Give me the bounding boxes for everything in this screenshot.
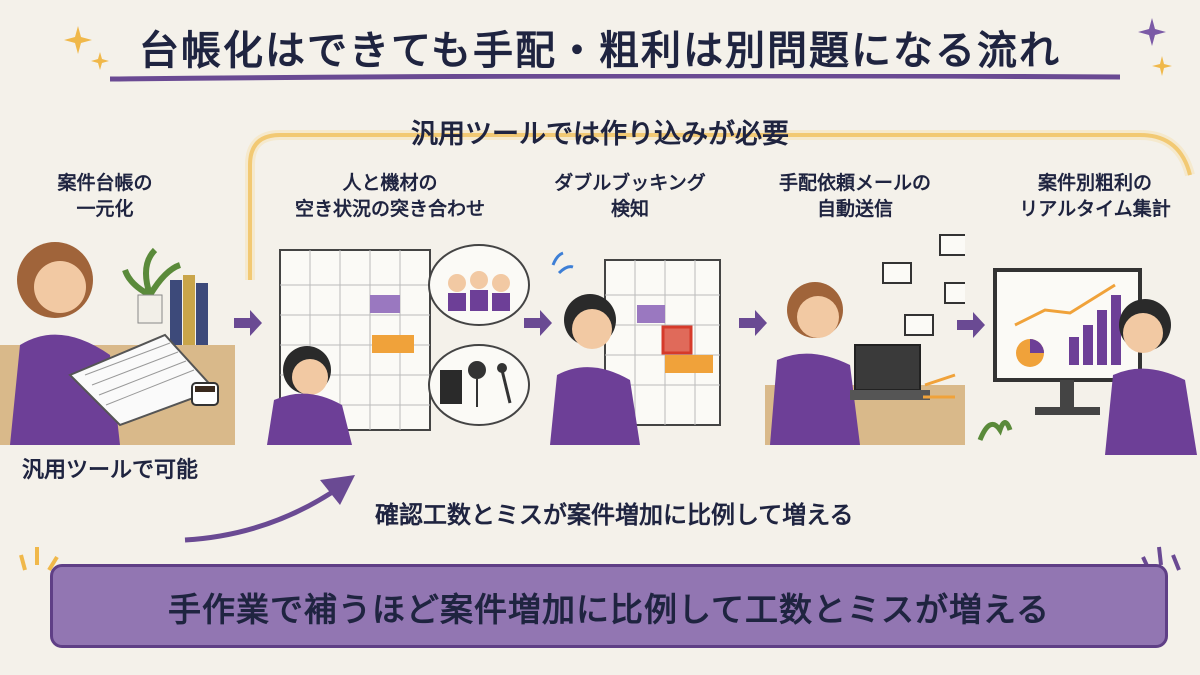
arrow-right-icon xyxy=(957,312,985,338)
title-underline xyxy=(110,74,1120,82)
step-3-label: ダブルブッキング 検知 xyxy=(530,170,730,222)
step-4-line1: 手配依頼メールの xyxy=(778,172,931,194)
email-illustration xyxy=(765,234,965,445)
ledger-illustration xyxy=(0,242,235,445)
sparkle-icon xyxy=(64,26,109,70)
step-5-line2: リアルタイム集計 xyxy=(1019,198,1171,220)
accent-marks-icon xyxy=(19,547,59,572)
double-booking-illustration xyxy=(550,251,721,445)
step-5-label: 案件別粗利の リアルタイム集計 xyxy=(1000,170,1190,222)
arrow-right-icon xyxy=(524,310,552,336)
step-1-line2: 一元化 xyxy=(76,198,134,220)
arrow-right-icon xyxy=(739,310,767,336)
scope-bracket xyxy=(245,130,1195,280)
step-5-line1: 案件別粗利の xyxy=(1037,172,1152,194)
step-3-line1: ダブルブッキング xyxy=(554,172,706,194)
step-1-label: 案件台帳の 一元化 xyxy=(10,170,200,222)
sparkle-icon xyxy=(1138,18,1172,76)
step-4-label: 手配依頼メールの 自動送信 xyxy=(755,170,955,222)
note-errors: 確認工数とミスが案件増加に比例して増える xyxy=(375,501,854,529)
bottom-message: 手作業で補うほど案件増加に比例して工数とミスが増える xyxy=(167,590,1051,629)
note-possible: 汎用ツールで可能 xyxy=(22,458,199,483)
curved-arrow-icon xyxy=(184,475,355,543)
step-1-line1: 案件台帳の xyxy=(57,172,153,194)
step-2-line2: 空き状況の突き合わせ xyxy=(294,198,485,220)
step-2-label: 人と機材の 空き状況の突き合わせ xyxy=(255,170,525,222)
step-4-line2: 自動送信 xyxy=(816,198,893,220)
availability-illustration xyxy=(267,244,530,445)
step-3-line2: 検知 xyxy=(610,198,649,220)
scope-banner: 汎用ツールでは作り込みが必要 xyxy=(411,119,789,150)
bottom-message-box xyxy=(50,564,1168,648)
step-2-line1: 人と機材の xyxy=(342,172,438,194)
page-title: 台帳化はできても手配・粗利は別問題になる流れ xyxy=(139,28,1061,74)
arrow-right-icon xyxy=(234,310,262,336)
profit-dashboard-illustration xyxy=(977,268,1197,455)
